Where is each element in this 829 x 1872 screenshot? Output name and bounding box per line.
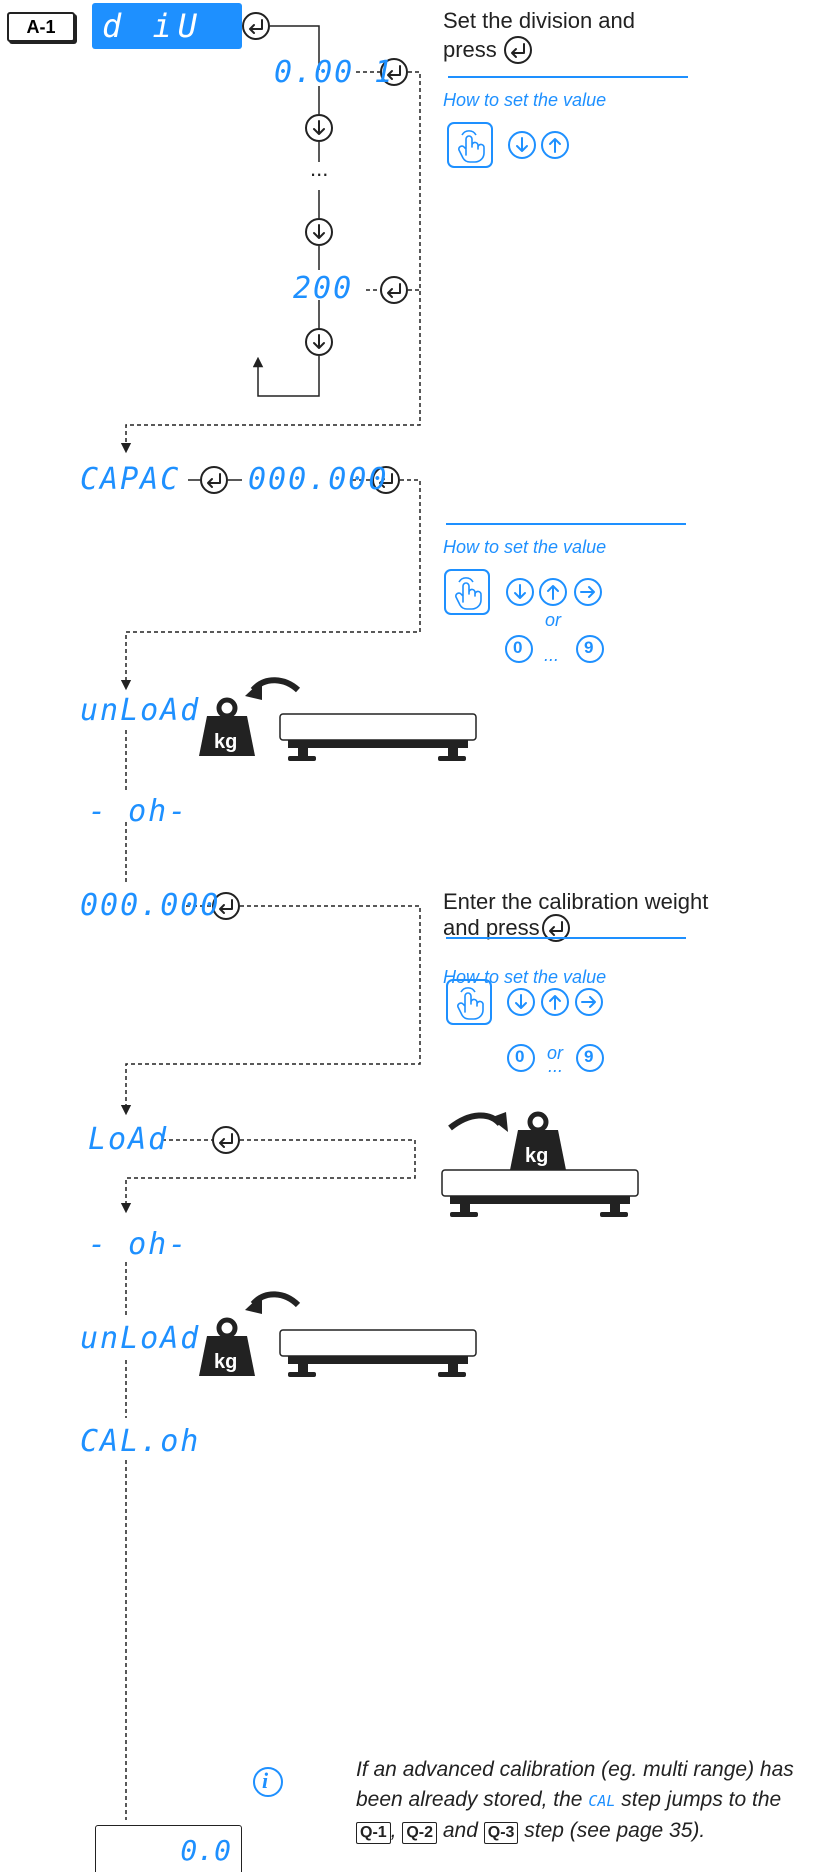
division-instruction: Set the division and xyxy=(443,8,636,33)
info-glyph: i xyxy=(262,1768,269,1793)
digit-0: 0 xyxy=(513,638,523,657)
weight-dashed xyxy=(126,905,421,1110)
up-key-icon xyxy=(539,578,567,606)
enter-icon xyxy=(242,12,270,40)
division-column xyxy=(258,86,320,397)
digit-key-0 xyxy=(507,1044,535,1072)
note-text: step (see page 35). xyxy=(524,1819,706,1842)
cal-ok-display: CAL.oh xyxy=(80,1424,201,1459)
note-text: step jumps to the xyxy=(621,1788,782,1811)
note-separator: , xyxy=(390,1819,397,1842)
enter-icon xyxy=(380,276,408,304)
division-last-value: 200 xyxy=(293,271,354,306)
load-dashed xyxy=(126,1139,416,1208)
note-text: If an advanced calibration (eg. multi ra… xyxy=(356,1758,794,1811)
step-tag: A-1 xyxy=(7,12,75,42)
touch-button-icon xyxy=(447,122,493,168)
down-arrow-icon xyxy=(305,218,333,246)
scale-icon xyxy=(279,1329,477,1378)
digit-9: 9 xyxy=(584,1047,594,1066)
or-label: or xyxy=(545,610,562,630)
note-cal-display: CAL xyxy=(588,1792,616,1810)
touch-button-icon xyxy=(444,569,490,615)
division-instruction-2: press xyxy=(443,37,497,62)
unload-display: unLoAd xyxy=(80,1321,201,1356)
q3-badge: Q-3 xyxy=(483,1822,519,1844)
right-key-icon xyxy=(574,578,602,606)
down-key-icon xyxy=(508,131,536,159)
up-key-icon xyxy=(541,988,569,1016)
capacity-value: 000.000 xyxy=(248,462,389,497)
weight-instruction: Enter the calibration weight xyxy=(443,889,709,914)
how-to-label: How to set the value xyxy=(443,967,607,987)
digit-key-0 xyxy=(505,635,533,663)
unload-display: unLoAd xyxy=(80,693,201,728)
division-first-value: 0.00 1 xyxy=(274,55,395,90)
down-key-icon xyxy=(506,578,534,606)
load-display: LoAd xyxy=(88,1122,169,1157)
header-display-text: d iU xyxy=(102,7,204,45)
digit-dots: ... xyxy=(544,645,560,665)
info-icon xyxy=(253,1767,283,1797)
or-label: or xyxy=(547,1043,564,1063)
q2-badge: Q-2 xyxy=(402,1822,438,1844)
weight-instruction-2: and press xyxy=(443,915,540,940)
capacity-dashed xyxy=(126,479,421,685)
digit-0: 0 xyxy=(515,1047,525,1066)
division-dashed-path xyxy=(126,71,421,448)
enter-icon xyxy=(504,36,532,64)
digit-key-9 xyxy=(576,635,604,663)
weight-label: kg xyxy=(214,1351,238,1373)
weight-value-display: 000.000 xyxy=(80,888,221,923)
division-ellipsis: ... xyxy=(310,156,329,181)
down-key-icon xyxy=(507,988,535,1016)
digit-dots: ... xyxy=(548,1056,564,1076)
right-key-icon xyxy=(575,988,603,1016)
ok-display: - oh- xyxy=(88,794,189,829)
down-arrow-icon xyxy=(305,114,333,142)
divider xyxy=(446,523,686,525)
capacity-label: CAPAC xyxy=(80,462,181,497)
weight-label: kg xyxy=(214,731,238,753)
divider xyxy=(448,76,688,78)
advanced-calibration-note: If an advanced calibration (eg. multi ra… xyxy=(356,1755,816,1846)
note-text: and xyxy=(442,1819,478,1842)
final-display: 0.0 xyxy=(95,1825,242,1872)
down-arrow-icon xyxy=(305,328,333,356)
digit-key-9 xyxy=(576,1044,604,1072)
header-display: d iU xyxy=(92,3,242,49)
weight-label: kg xyxy=(525,1145,549,1167)
scale-icon xyxy=(441,1169,639,1218)
final-value: 0.0 xyxy=(180,1834,231,1867)
digit-9: 9 xyxy=(584,638,594,657)
scale-icon xyxy=(279,713,477,762)
ok-display: - oh- xyxy=(88,1227,189,1262)
how-to-label: How to set the value xyxy=(443,90,607,110)
q1-badge: Q-1 xyxy=(356,1822,391,1844)
divider xyxy=(446,937,686,939)
enter-icon xyxy=(200,466,228,494)
how-to-label: How to set the value xyxy=(443,537,607,557)
enter-icon xyxy=(212,1126,240,1154)
up-key-icon xyxy=(541,131,569,159)
